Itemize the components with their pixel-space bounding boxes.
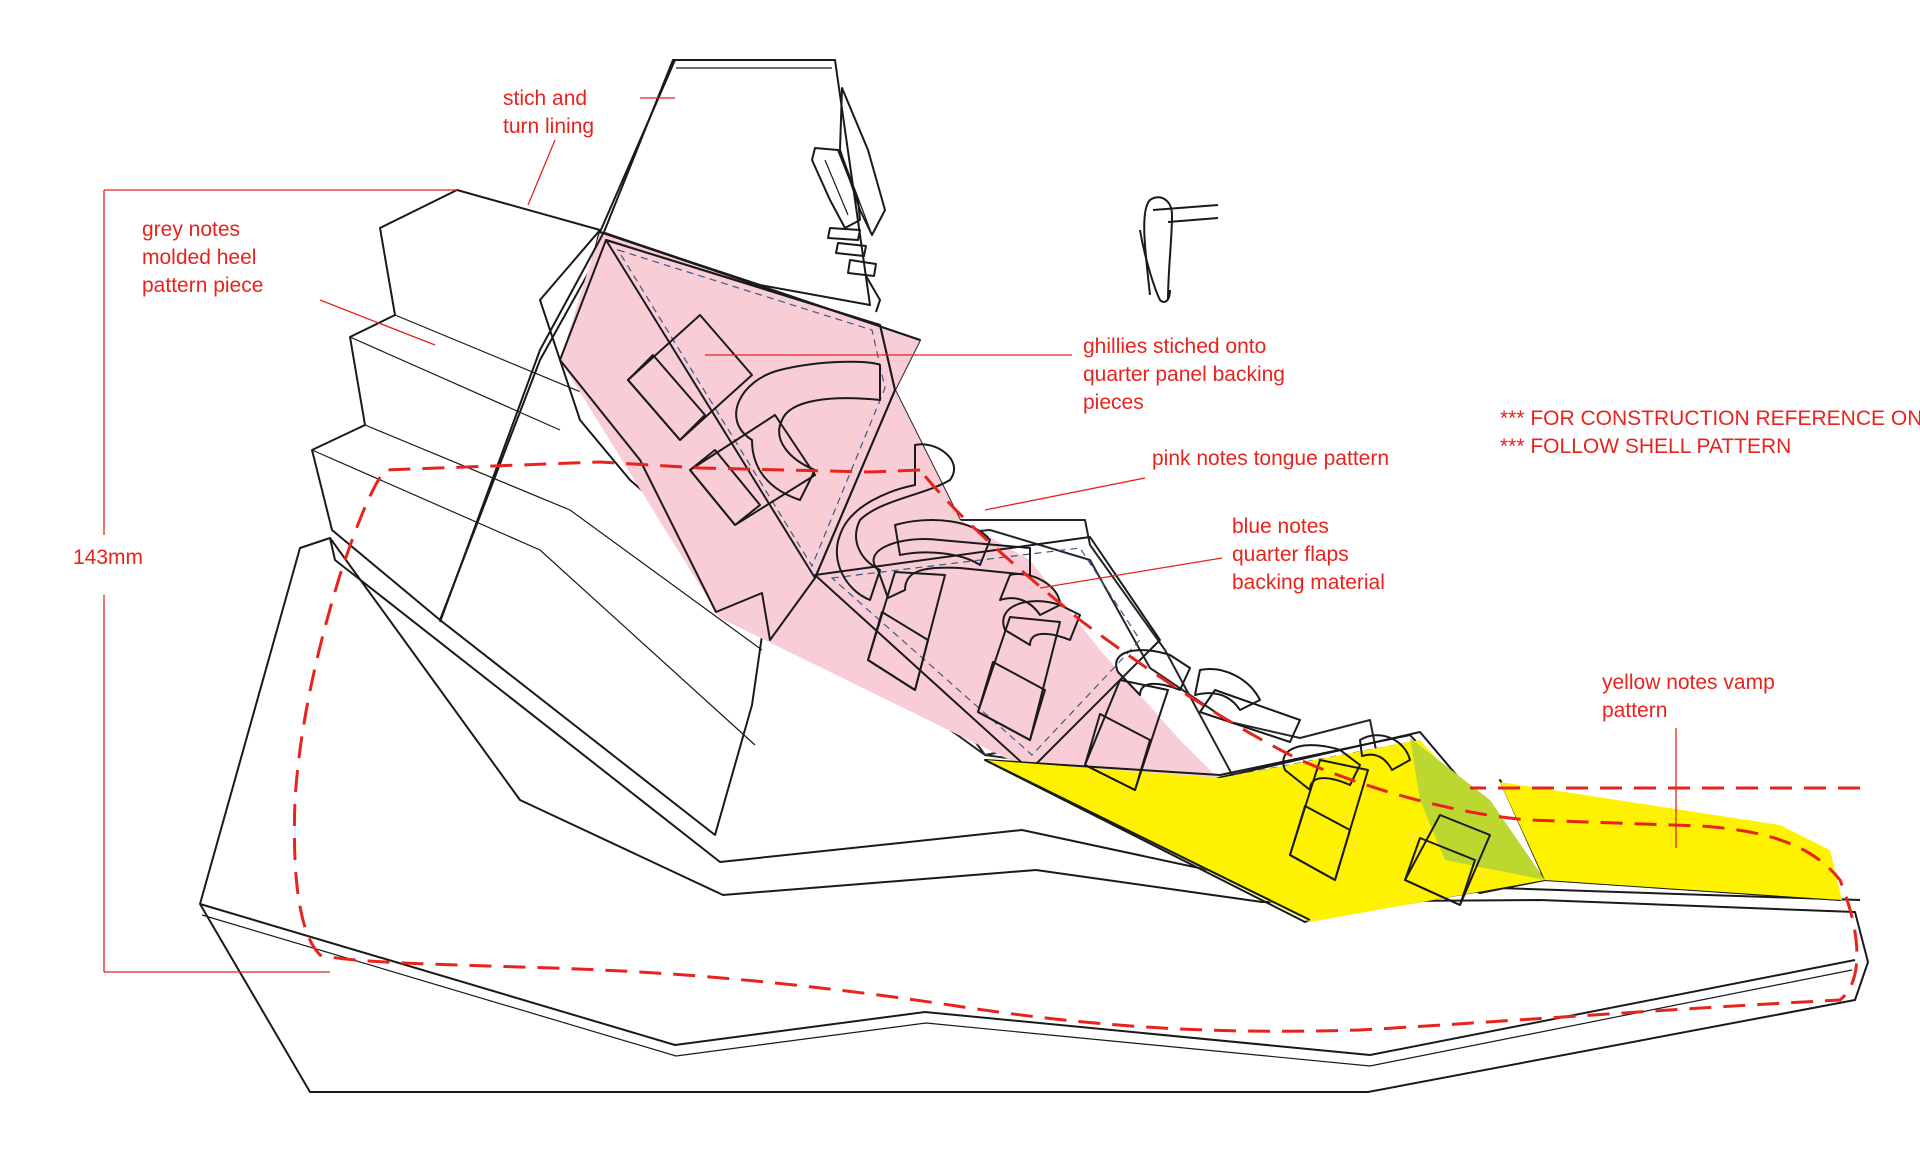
shell-pattern-dashed (292, 460, 1860, 1033)
grey-notes-label-3: pattern piece (142, 274, 263, 297)
grey-notes-label-1: grey notes (142, 218, 240, 241)
lacing-detail-icon (1139, 196, 1219, 303)
yellow-notes-label-1: yellow notes vamp (1602, 671, 1775, 694)
construction-note: *** FOR CONSTRUCTION REFERENCE ONLY *** … (1500, 407, 1920, 458)
grey-notes-label-2: molded heel (142, 246, 256, 269)
stitch-lining-label-1: stich and (503, 87, 587, 110)
pull-tab (811, 87, 886, 313)
construction-note-line-2: *** FOLLOW SHELL PATTERN (1500, 435, 1791, 458)
ghillie-tabs (627, 314, 1491, 906)
laces (835, 443, 1411, 771)
pink-notes-label: pink notes tongue pattern (1152, 447, 1389, 470)
blue-notes-label-1: blue notes (1232, 515, 1329, 538)
annotation-yellow-vamp: yellow notes vamp pattern (1602, 671, 1775, 848)
ankle-lining (439, 59, 871, 623)
blue-notes-label-3: backing material (1232, 571, 1385, 594)
upper-quarter-mauve (559, 239, 896, 641)
stitch-lining-label-2: turn lining (503, 115, 594, 138)
ghillies-label-2: quarter panel backing (1083, 363, 1285, 386)
yellow-notes-label-2: pattern (1602, 699, 1667, 722)
annotation-stitch-lining: stich and turn lining (503, 87, 675, 206)
annotation-blue-flaps: blue notes quarter flaps backing materia… (1039, 515, 1385, 594)
annotation-ghillies: ghillies stiched onto quarter panel back… (705, 335, 1285, 414)
dimension-label: 143mm (73, 546, 143, 569)
construction-note-line-1: *** FOR CONSTRUCTION REFERENCE ONLY (1500, 407, 1920, 430)
annotation-pink-tongue: pink notes tongue pattern (984, 447, 1389, 511)
ghillies-label-1: ghillies stiched onto (1083, 335, 1266, 358)
ghillies-label-3: pieces (1083, 391, 1144, 414)
blue-notes-label-2: quarter flaps (1232, 543, 1349, 566)
dimension-143mm: 143mm (73, 189, 457, 973)
annotation-grey-heel: grey notes molded heel pattern piece (142, 218, 436, 346)
